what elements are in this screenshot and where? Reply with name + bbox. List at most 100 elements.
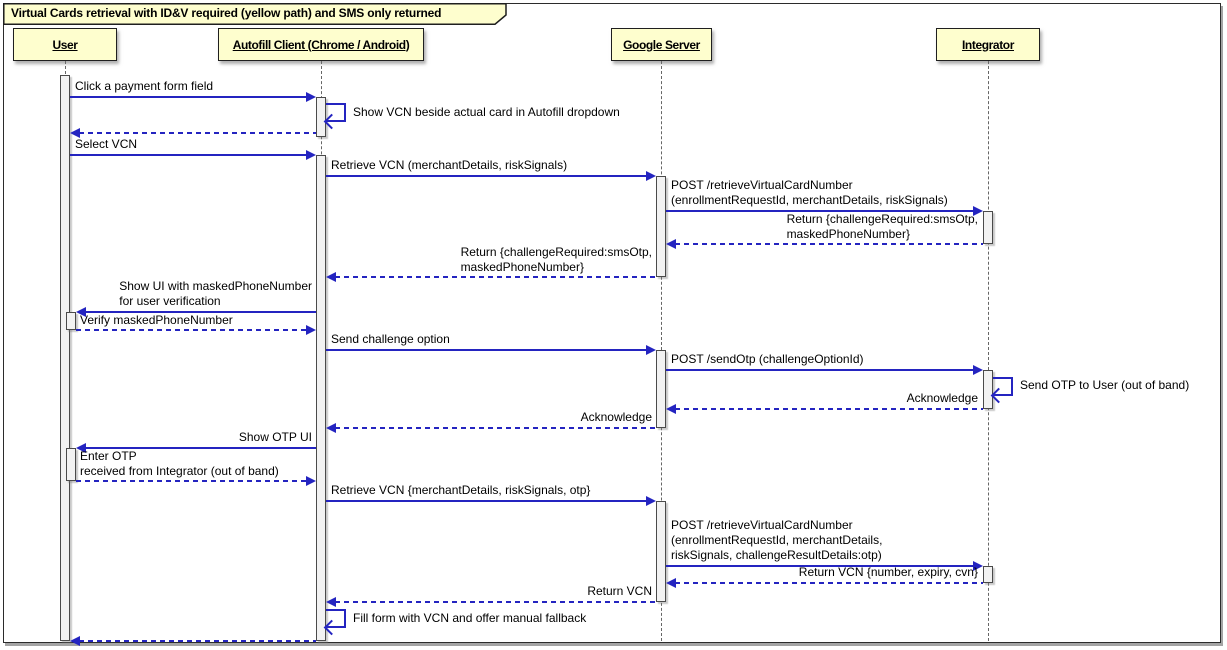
message-label: Fill form with VCN and offer manual fall… [353, 611, 586, 626]
message-label-line: Return {challengeRequired:smsOtp, [786, 212, 978, 226]
activation-bar-user-nested-1 [66, 312, 76, 330]
message-line [666, 369, 974, 371]
arrowhead-icon [306, 92, 316, 102]
message-line [335, 276, 656, 278]
message-line [70, 154, 307, 156]
arrowhead-icon [646, 345, 656, 355]
arrowhead-icon [666, 239, 676, 249]
message-label-line: Click a payment form field [75, 79, 214, 93]
message-label-line: Return VCN [587, 584, 652, 598]
message-line [326, 500, 647, 502]
message-label: POST /sendOtp (challengeOptionId) [671, 352, 864, 367]
self-message-loop [326, 103, 346, 122]
message-line [675, 408, 983, 410]
message-line [85, 311, 316, 313]
participant-box-autofill: Autofill Client (Chrome / Android) [218, 28, 424, 61]
arrowhead-icon [973, 206, 983, 216]
message-label: Show OTP UI [239, 430, 312, 445]
message-line [675, 243, 983, 245]
message-label-line: Show OTP UI [238, 430, 312, 444]
activation-bar-user-nested-2 [66, 448, 76, 481]
message-label-line: Verify maskedPhoneNumber [80, 313, 233, 327]
arrowhead-icon [326, 423, 336, 433]
message-label: Return {challengeRequired:smsOtp,maskedP… [787, 212, 978, 242]
arrowhead-icon [326, 272, 336, 282]
message-label: Select VCN [75, 137, 137, 152]
message-line [85, 447, 316, 449]
message-label: Return VCN [587, 584, 652, 599]
arrowhead-icon [306, 325, 316, 335]
message-label-line: POST /retrieveVirtualCardNumber [671, 178, 853, 192]
message-label: Retrieve VCN {merchantDetails, riskSigna… [331, 483, 590, 498]
arrowhead-icon [76, 307, 86, 317]
message-line [335, 427, 656, 429]
message-label-line: POST /sendOtp (challengeOptionId) [671, 352, 864, 366]
message-label: POST /retrieveVirtualCardNumber(enrollme… [671, 178, 948, 208]
message-label-line: Retrieve VCN (merchantDetails, riskSigna… [331, 158, 568, 172]
message-line [79, 640, 316, 642]
arrowhead-icon [70, 636, 80, 646]
message-line [326, 349, 647, 351]
message-label-line: for user verification [119, 294, 221, 308]
message-label-line: received from Integrator (out of band) [80, 464, 279, 478]
message-label-line: maskedPhoneNumber} [460, 260, 584, 274]
participant-label-integrator: Integrator [961, 37, 1014, 52]
activation-bar-integrator-2 [983, 370, 993, 409]
message-line [76, 329, 307, 331]
message-label-line: Show VCN beside actual card in Autofill … [353, 105, 620, 119]
arrowhead-icon [646, 171, 656, 181]
activation-bar-google-2 [656, 350, 666, 428]
participant-box-integrator: Integrator [936, 28, 1040, 61]
message-label-line: Send OTP to User (out of band) [1020, 378, 1190, 392]
message-label: Return VCN {number, expiry, cvn} [799, 565, 978, 580]
message-label-line: Enter OTP [80, 449, 137, 463]
message-label-line: Select VCN [75, 137, 138, 151]
message-label-line: Retrieve VCN {merchantDetails, riskSigna… [331, 483, 591, 497]
diagram-title-tab: Virtual Cards retrieval with ID&V requir… [3, 3, 515, 26]
arrowhead-icon [666, 578, 676, 588]
message-line [666, 565, 974, 567]
activation-bar-user-main [60, 75, 70, 641]
arrowhead-icon [666, 404, 676, 414]
message-label-line: Return VCN {number, expiry, cvn} [798, 565, 978, 579]
message-label-line: maskedPhoneNumber} [786, 227, 910, 241]
arrowhead-icon [70, 128, 80, 138]
message-label: Click a payment form field [75, 79, 213, 94]
message-line [675, 582, 983, 584]
message-line [70, 96, 307, 98]
participant-label-google: Google Server [623, 37, 700, 52]
arrowhead-icon [973, 365, 983, 375]
message-label: Verify maskedPhoneNumber [80, 313, 233, 328]
message-label-line: (enrollmentRequestId, merchantDetails, r… [671, 193, 948, 207]
lifeline-integrator [988, 61, 989, 641]
diagram-frame [3, 3, 1221, 643]
self-message-loop [993, 377, 1013, 396]
arrowhead-icon [326, 597, 336, 607]
message-label: Send OTP to User (out of band) [1020, 378, 1189, 393]
message-label-line: Show UI with maskedPhoneNumber [119, 279, 312, 293]
message-label: Acknowledge [581, 410, 652, 425]
message-label-line: Send challenge option [331, 332, 450, 346]
message-line [335, 601, 656, 603]
self-message-loop [326, 609, 346, 628]
activation-bar-integrator-3 [983, 566, 993, 583]
message-line [326, 175, 647, 177]
message-label: Retrieve VCN (merchantDetails, riskSigna… [331, 158, 567, 173]
message-label-line: (enrollmentRequestId, merchantDetails, [671, 533, 883, 547]
message-line [666, 210, 974, 212]
arrowhead-icon [306, 476, 316, 486]
arrowhead-icon [646, 496, 656, 506]
message-line [76, 480, 307, 482]
activation-bar-google-3 [656, 501, 666, 602]
diagram-title: Virtual Cards retrieval with ID&V requir… [11, 6, 442, 20]
message-label: Show VCN beside actual card in Autofill … [353, 105, 620, 120]
activation-bar-autofill-2 [316, 155, 326, 641]
activation-bar-autofill-1 [316, 97, 326, 137]
participant-label-user: User [52, 37, 78, 52]
message-label-line: Return {challengeRequired:smsOtp, [460, 245, 652, 259]
message-label-line: Acknowledge [906, 391, 978, 405]
arrowhead-icon [306, 150, 316, 160]
